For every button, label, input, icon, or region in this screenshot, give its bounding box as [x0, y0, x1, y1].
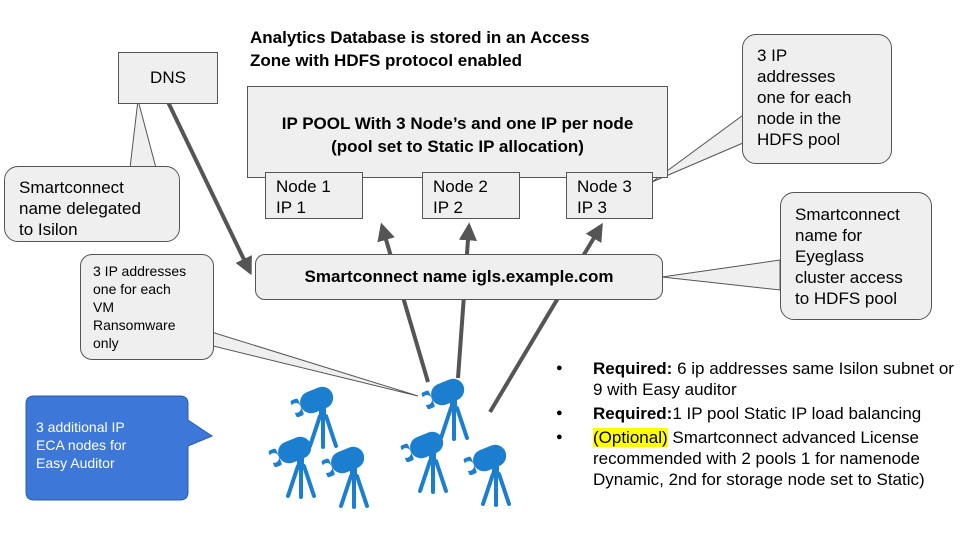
telescope-camera-icon: [419, 373, 470, 441]
eca-callout-shape: [25, 395, 214, 501]
smartconnect-name-box: Smartconnect name igls.example.com: [255, 254, 663, 300]
vm-to-node1-arrow: [377, 222, 430, 383]
vm-callout-tail: [204, 329, 419, 397]
telescope-camera-icon: [461, 439, 512, 507]
vm-to-node2-arrow: [456, 222, 477, 379]
list-item: Required:1 IP pool Static IP load balanc…: [553, 403, 958, 424]
eyeglass-callout-tail: [661, 259, 781, 291]
requirements-list: Required: 6 ip addresses same Isilon sub…: [553, 358, 958, 493]
telescope-camera-icon: [398, 426, 449, 494]
list-item: (Optional) Smartconnect advanced License…: [553, 427, 958, 490]
dns-box: DNS: [118, 52, 218, 104]
optional-highlight: (Optional): [593, 428, 668, 447]
dns-to-smartconnect-arrow: [166, 101, 252, 276]
telescope-camera-icon: [266, 431, 317, 499]
delegated-callout-tail: [129, 99, 157, 169]
ip-pool-box: IP POOL With 3 Node’s and one IP per nod…: [247, 86, 668, 178]
telescope-camera-icon: [319, 441, 370, 509]
diagram-title: Analytics Database is stored in an Acces…: [250, 28, 590, 70]
list-item: Required: 6 ip addresses same Isilon sub…: [553, 358, 958, 400]
